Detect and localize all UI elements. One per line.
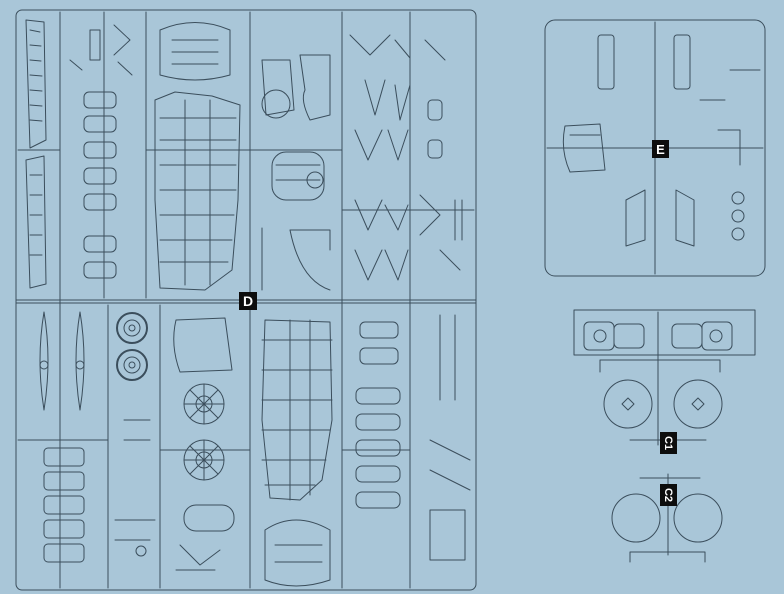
wing-strut-parts [25,19,47,289]
cowl-ring-parts [173,317,235,532]
lower-small-parts [355,314,471,561]
sprue-e-label: E [652,140,669,158]
sprue-d-frame [15,9,477,591]
fuselage-half-lower [261,319,333,587]
small-parts-column-left [69,24,133,279]
radial-engines [183,383,225,481]
sprue-d-label: D [239,292,257,310]
sprue-c1-label-text: C1 [662,435,675,451]
sprue-c2-label: C2 [660,484,677,506]
sprue-c1-frame [573,309,756,446]
cowling-parts [261,54,331,291]
sprue-c1-label: C1 [660,432,677,454]
propellers [39,311,85,411]
seat-and-frames [43,419,221,571]
sprue-c2-frame [611,473,723,563]
wheels [116,312,148,381]
fuselage-half-upper [154,22,241,291]
cabane-struts [349,34,463,281]
sprue-c2-label-text: C2 [662,487,675,503]
